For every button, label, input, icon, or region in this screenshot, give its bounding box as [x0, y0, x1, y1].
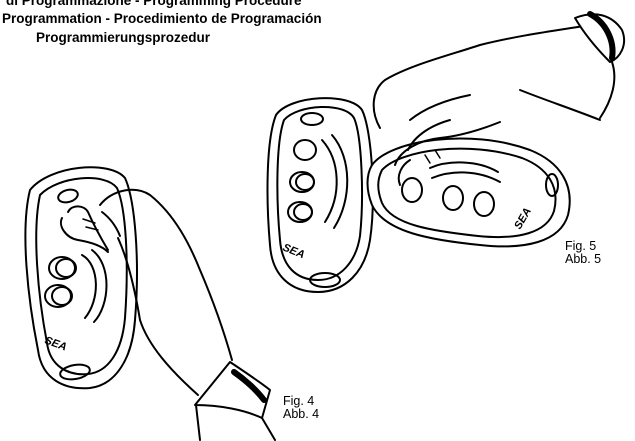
- fig5-label: Fig. 5: [565, 239, 597, 253]
- fig5-right-remote-icon: SEA: [366, 137, 571, 248]
- fig4-hand-icon: [60, 188, 276, 441]
- fig4-label: Fig. 4: [283, 394, 315, 408]
- fig5-left-remote-icon: SEA: [266, 97, 374, 293]
- title-line-2: Programmation - Procedimiento de Program…: [2, 11, 322, 26]
- fig4-illustration: SEA: [24, 166, 276, 441]
- title-line-1: di Programmazione - Programming Procedur…: [6, 0, 302, 8]
- fig4-remote-icon: SEA: [24, 166, 138, 390]
- abb5-label: Abb. 5: [565, 252, 602, 266]
- fig5-hand-icon: [372, 11, 626, 186]
- fig5-illustration: SEA SEA: [266, 11, 626, 293]
- abb4-label: Abb. 4: [283, 407, 320, 421]
- title-line-3: Programmierungsprozedur: [36, 30, 211, 45]
- fig5-caption: Fig. 5 Abb. 5: [565, 240, 601, 266]
- fig4-caption: Fig. 4 Abb. 4: [283, 395, 319, 421]
